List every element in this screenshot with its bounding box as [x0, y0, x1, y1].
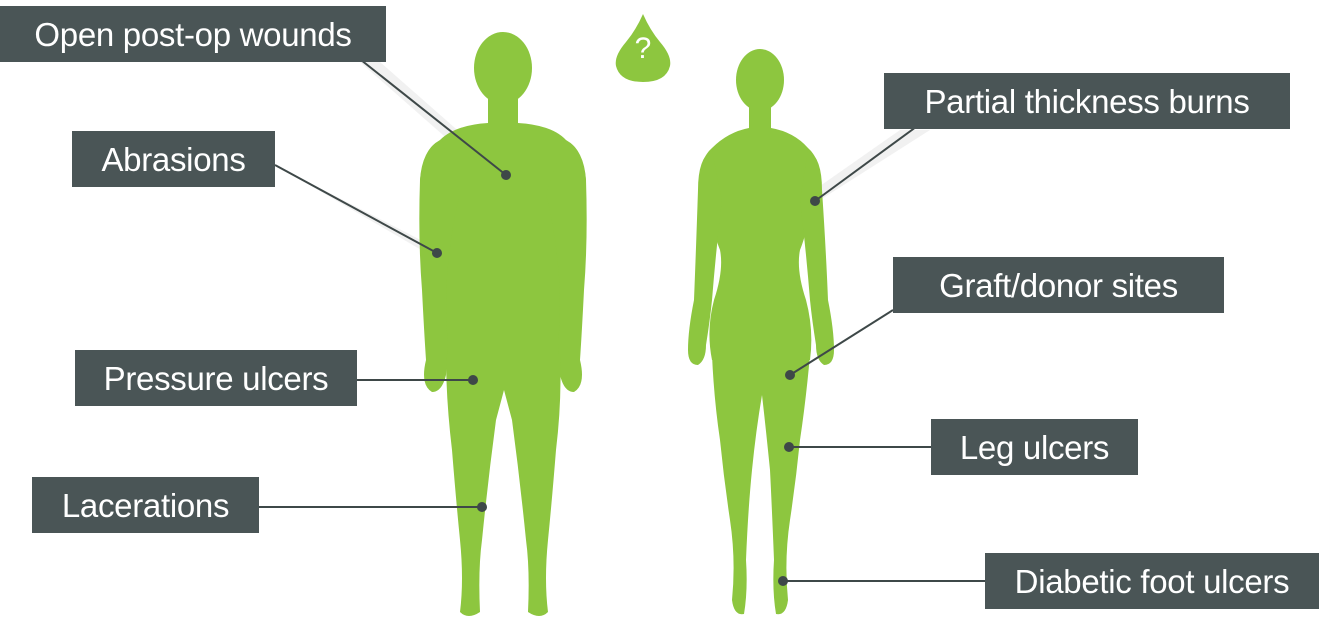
dot-diabetic: [778, 576, 788, 586]
female-head: [736, 49, 784, 111]
male-legs: [446, 355, 561, 616]
dot-open: [501, 170, 511, 180]
dot-leg: [784, 442, 794, 452]
leader-lines: [259, 56, 985, 581]
dot-abrasions: [432, 248, 442, 258]
leader-abrasions: [275, 165, 437, 253]
dot-burns: [810, 196, 820, 206]
dot-lacerations: [477, 502, 487, 512]
female-torso: [700, 128, 821, 360]
male-head: [474, 32, 532, 104]
dot-graft: [785, 370, 795, 380]
label-abrasions: Abrasions: [72, 131, 275, 187]
question-badge: ?: [613, 12, 673, 82]
dot-pressure: [468, 375, 478, 385]
label-leg-ulcers: Leg ulcers: [931, 419, 1138, 475]
label-graft-donor-sites: Graft/donor sites: [893, 257, 1224, 313]
label-open-postop-wounds: Open post-op wounds: [0, 6, 386, 62]
leader-burns: [815, 127, 916, 201]
female-legs: [712, 355, 810, 614]
female-figure: [688, 49, 834, 614]
question-mark: ?: [613, 34, 673, 64]
label-lacerations: Lacerations: [32, 477, 259, 533]
female-neck: [749, 104, 771, 132]
leader-shadows: [275, 62, 930, 255]
label-partial-thickness-burns: Partial thickness burns: [884, 73, 1290, 129]
label-diabetic-foot-ulcers: Diabetic foot ulcers: [985, 553, 1319, 609]
label-pressure-ulcers: Pressure ulcers: [75, 350, 357, 406]
